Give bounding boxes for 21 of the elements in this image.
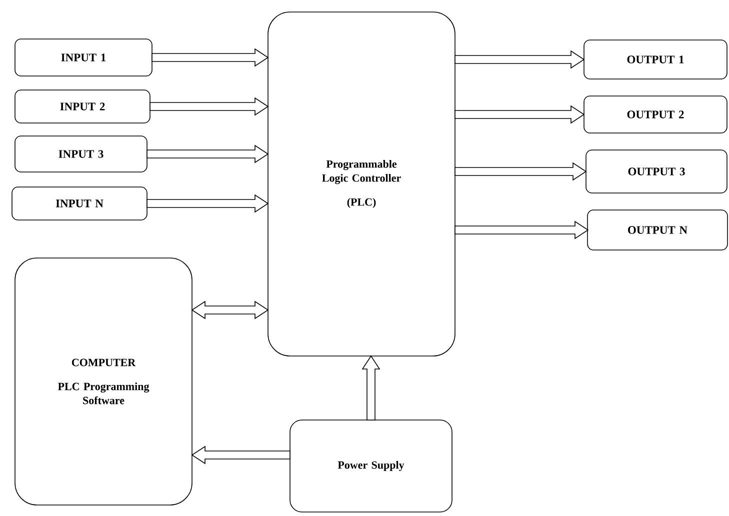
arrow [146, 194, 269, 213]
arrow [191, 446, 290, 464]
arrow [454, 105, 585, 124]
arrow [146, 144, 269, 164]
arrow [454, 162, 587, 181]
computer-box: COMPUTER PLC Programming Software [14, 258, 192, 506]
output-box: OUTPUT 2 [584, 96, 728, 134]
input-box: INPUT 1 [14, 38, 152, 76]
input-box: INPUT 3 [14, 136, 148, 172]
arrow [454, 220, 589, 240]
input-box: INPUT 2 [14, 90, 150, 124]
output-box: OUTPUT 1 [584, 40, 728, 80]
arrow [454, 50, 585, 69]
output-box: OUTPUT N [587, 210, 728, 250]
arrow [362, 355, 380, 420]
arrow [150, 97, 269, 116]
controller-box: Programmable Logic Controller (PLC) [268, 12, 456, 356]
output-box: OUTPUT 3 [586, 150, 728, 194]
power-supply-box: Power Supply [290, 420, 452, 512]
arrow [152, 48, 269, 67]
input-box: INPUT N [12, 186, 148, 220]
